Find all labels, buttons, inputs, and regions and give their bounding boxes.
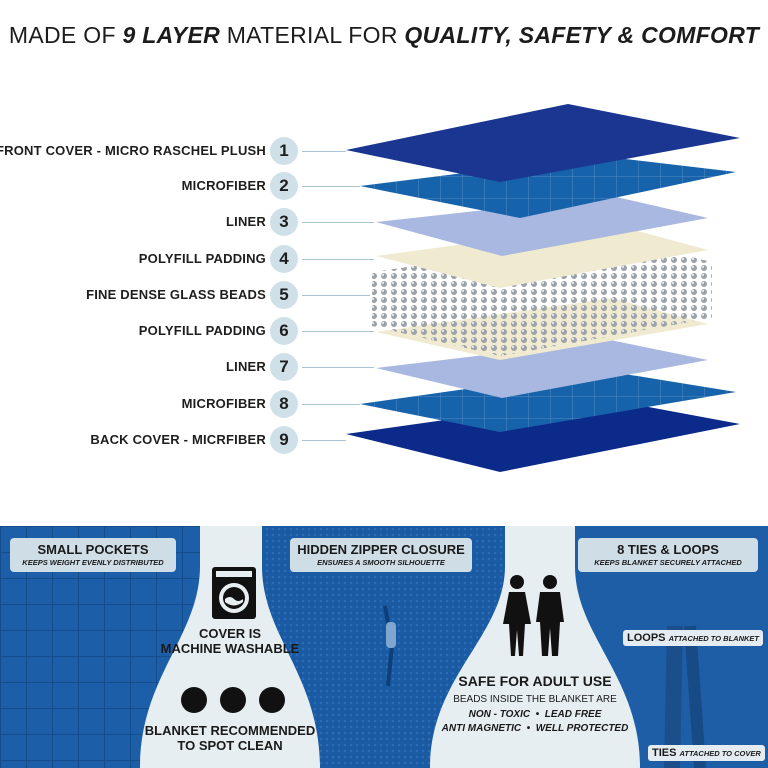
washable-text: COVER IS MACHINE WASHABLE: [160, 626, 300, 656]
zipper-title: HIDDEN ZIPPER CLOSURE: [297, 542, 465, 557]
ties-subtitle: KEEPS BLANKET SECURELY ATTACHED: [594, 558, 742, 567]
layer-label: MICROFIBER: [181, 178, 266, 193]
layer-number-badge: 6: [270, 317, 298, 345]
leader-line: [302, 151, 346, 152]
layer-row-3: LINER 3: [0, 208, 300, 236]
leader-line: [302, 367, 374, 368]
layer-row-7: LINER 7: [0, 353, 300, 381]
safety-line2: NON - TOXIC • LEAD FREE: [468, 709, 602, 720]
layer-row-5: FINE DENSE GLASS BEADS 5: [0, 281, 300, 309]
layer-number-badge: 9: [270, 426, 298, 454]
washing-machine-icon: [212, 567, 256, 619]
layer-3-shape: [376, 196, 708, 256]
layer-label: BACK COVER - MICRFIBER: [90, 432, 266, 447]
layer-stack-illustration: [346, 104, 740, 472]
adult-users-icon: [503, 575, 564, 656]
spot-clean-text: BLANKET RECOMMENDED TO SPOT CLEAN: [140, 723, 320, 753]
zipper-subtitle: ENSURES A SMOOTH SILHOUETTE: [317, 558, 445, 567]
layer-number-badge: 7: [270, 353, 298, 381]
layer-row-6: POLYFILL PADDING 6: [0, 317, 300, 345]
layer-label: FINE DENSE GLASS BEADS: [86, 287, 266, 302]
leader-line: [302, 404, 360, 405]
pockets-title: SMALL POCKETS: [37, 542, 149, 557]
loops-tag: LOOPS ATTACHED TO BLANKET: [623, 630, 763, 646]
layer-4-shape: [376, 224, 708, 288]
leader-line: [302, 440, 346, 441]
layer-label: LINER: [226, 359, 266, 374]
safety-text: SAFE FOR ADULT USE BEADS INSIDE THE BLAN…: [430, 673, 640, 734]
layer-number-badge: 4: [270, 245, 298, 273]
dot-icon: [181, 687, 207, 713]
layer-label: POLYFILL PADDING: [138, 323, 266, 338]
ties-note-text: ATTACHED TO COVER: [679, 749, 761, 758]
layer-number-badge: 5: [270, 281, 298, 309]
layer-number-badge: 3: [270, 208, 298, 236]
pockets-tag: SMALL POCKETS KEEPS WEIGHT EVENLY DISTRI…: [10, 538, 176, 572]
layer-label: POLYFILL PADDING: [138, 251, 266, 266]
leader-line: [302, 186, 360, 187]
layer-number-badge: 1: [270, 137, 298, 165]
layer-row-2: MICROFIBER 2: [0, 172, 300, 200]
spot-clean-line2: TO SPOT CLEAN: [177, 738, 283, 753]
layer-diagram: FRONT COVER - MICRO RASCHEL PLUSH 1 MICR…: [0, 104, 740, 472]
layer-1-shape: [346, 104, 740, 182]
ties-title: 8 TIES & LOOPS: [617, 542, 719, 557]
safety-line3: ANTI MAGNETIC • WELL PROTECTED: [441, 723, 629, 734]
layer-row-9: BACK COVER - MICRFIBER 9: [0, 426, 300, 454]
layer-label: FRONT COVER - MICRO RASCHEL PLUSH: [0, 143, 266, 158]
dot-icon: [259, 687, 285, 713]
safety-title: SAFE FOR ADULT USE: [458, 673, 612, 689]
layer-9-shape: [346, 398, 740, 472]
zipper-tag: HIDDEN ZIPPER CLOSURE ENSURES A SMOOTH S…: [290, 538, 472, 572]
page-title: MADE OF 9 LAYER MATERIAL FOR QUALITY, SA…: [8, 22, 760, 48]
layer-label: MICROFIBER: [181, 396, 266, 411]
ties-note-tag: TIES ATTACHED TO COVER: [648, 745, 765, 761]
feature-panel: SMALL POCKETS KEEPS WEIGHT EVENLY DISTRI…: [0, 526, 768, 768]
leader-line: [302, 259, 374, 260]
ties-tag: 8 TIES & LOOPS KEEPS BLANKET SECURELY AT…: [578, 538, 758, 572]
layer-number-badge: 2: [270, 172, 298, 200]
washable-line1: COVER IS: [198, 626, 262, 641]
layer-row-1: FRONT COVER - MICRO RASCHEL PLUSH 1: [0, 137, 300, 165]
layer-label: LINER: [226, 214, 266, 229]
safety-line1: BEADS INSIDE THE BLANKET ARE: [453, 694, 617, 705]
layer-number-badge: 8: [270, 390, 298, 418]
layer-7-shape: [376, 340, 708, 398]
layer-row-4: POLYFILL PADDING 4: [0, 245, 300, 273]
washable-line2: MACHINE WASHABLE: [160, 641, 300, 656]
ties-note-label: TIES: [652, 747, 677, 759]
layer-row-8: MICROFIBER 8: [0, 390, 300, 418]
loops-note: ATTACHED TO BLANKET: [668, 634, 759, 643]
spot-clean-line1: BLANKET RECOMMENDED: [144, 723, 316, 738]
leader-line: [302, 222, 374, 223]
dot-icon: [220, 687, 246, 713]
leader-line: [302, 331, 374, 332]
leader-line: [302, 295, 370, 296]
pockets-subtitle: KEEPS WEIGHT EVENLY DISTRIBUTED: [22, 558, 164, 567]
loops-label: LOOPS: [627, 632, 666, 644]
safety-blob: [430, 526, 640, 768]
